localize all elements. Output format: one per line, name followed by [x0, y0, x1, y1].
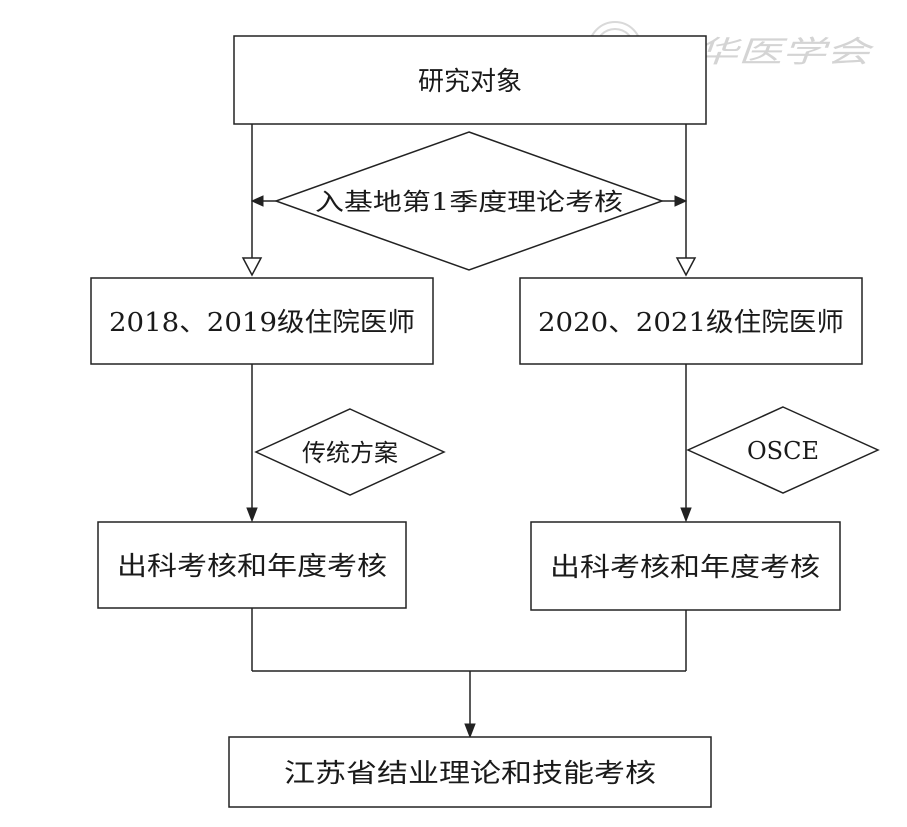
node-method-right-label: OSCE [747, 437, 819, 465]
node-subjects-label: 研究对象 [418, 67, 522, 97]
node-group-right-label: 2020、2021级住院医师 [538, 308, 844, 338]
node-assessment-right: 出科考核和年度考核 [530, 521, 841, 611]
arrow-down-final-icon [464, 723, 476, 739]
node-initial-exam: 入基地第1季度理论考核 [273, 131, 665, 271]
node-group-left: 2018、2019级住院医师 [90, 277, 434, 365]
arrowheads [241, 195, 697, 739]
node-method-left-label: 传统方案 [302, 439, 398, 467]
arrow-down-open-right-icon [675, 257, 697, 277]
node-initial-exam-label: 入基地第1季度理论考核 [315, 188, 623, 216]
node-final-exam-label: 江苏省结业理论和技能考核 [284, 759, 656, 789]
node-assessment-right-label: 出科考核和年度考核 [550, 553, 820, 583]
arrow-left-icon [250, 195, 264, 207]
node-assessment-left: 出科考核和年度考核 [97, 521, 407, 609]
node-final-exam: 江苏省结业理论和技能考核 [228, 736, 712, 808]
node-group-left-label: 2018、2019级住院医师 [109, 308, 415, 338]
arrow-down-open-left-icon [241, 257, 263, 277]
node-method-left: 传统方案 [254, 408, 446, 496]
arrow-down-left-icon [246, 507, 258, 523]
node-assessment-left-label: 出科考核和年度考核 [117, 552, 387, 582]
node-subjects: 研究对象 [233, 35, 707, 125]
connectors [251, 124, 687, 726]
arrow-down-right-icon [680, 507, 692, 523]
arrow-right-icon [674, 195, 688, 207]
node-method-right: OSCE [686, 406, 880, 494]
node-group-right: 2020、2021级住院医师 [519, 277, 863, 365]
